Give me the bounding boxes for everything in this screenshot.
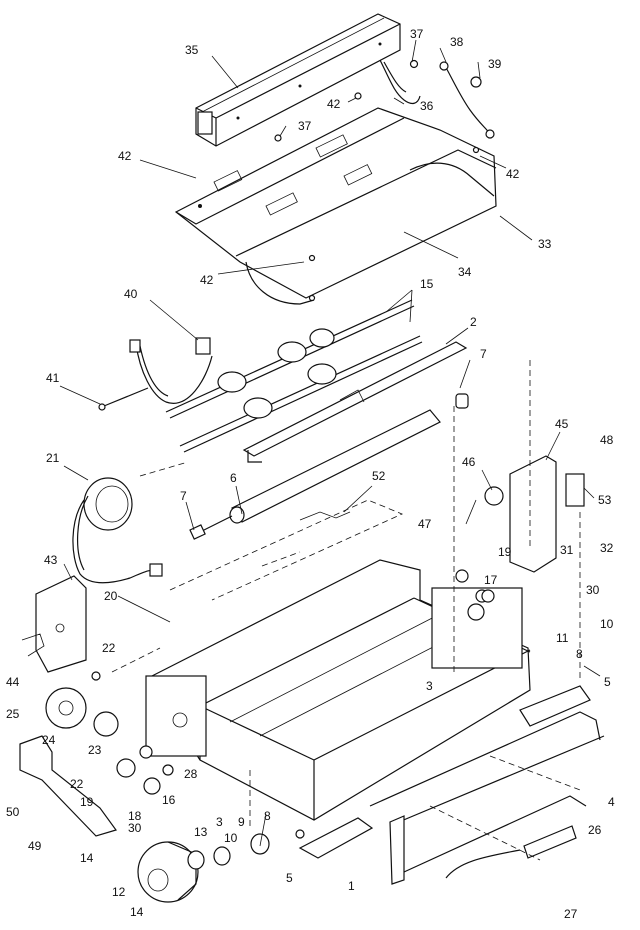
callout-48: 48 xyxy=(600,433,614,447)
callout-7: 7 xyxy=(480,347,487,361)
callout-11: 11 xyxy=(556,631,569,645)
callout-45: 45 xyxy=(555,417,569,431)
callout-19: 19 xyxy=(498,545,512,559)
callout-20: 20 xyxy=(104,589,118,603)
roller-shafts-15 xyxy=(165,299,423,453)
callout-42: 42 xyxy=(327,97,341,111)
callout-7: 7 xyxy=(180,489,187,503)
callout-14: 14 xyxy=(130,905,144,919)
callout-37: 37 xyxy=(410,27,424,41)
callout-36: 36 xyxy=(420,99,434,113)
callout-15: 15 xyxy=(420,277,434,291)
side-plate-45 xyxy=(455,455,585,603)
callout-3: 3 xyxy=(216,815,223,829)
callout-50: 50 xyxy=(6,805,20,819)
callout-8: 8 xyxy=(576,647,583,661)
callout-22: 22 xyxy=(70,777,84,791)
callout-14: 14 xyxy=(80,851,94,865)
callout-52: 52 xyxy=(372,469,386,483)
callout-19: 19 xyxy=(80,795,94,809)
callout-30: 30 xyxy=(128,821,142,835)
callout-24: 24 xyxy=(42,733,56,747)
callout-53: 53 xyxy=(598,493,612,507)
paper-guide-plate xyxy=(174,107,497,305)
callout-8: 8 xyxy=(264,809,271,823)
callout-37: 37 xyxy=(298,119,312,133)
callout-6: 6 xyxy=(230,471,237,485)
callout-22: 22 xyxy=(102,641,116,655)
callout-38: 38 xyxy=(450,35,464,49)
callout-40: 40 xyxy=(124,287,138,301)
callout-3: 3 xyxy=(426,679,433,693)
base-parts xyxy=(298,685,605,885)
cable-40 xyxy=(98,337,213,411)
callout-10: 10 xyxy=(600,617,614,631)
callout-39: 39 xyxy=(488,57,502,71)
callout-49: 49 xyxy=(28,839,42,853)
callout-32: 32 xyxy=(600,541,614,555)
callout-41: 41 xyxy=(46,371,60,385)
callout-17: 17 xyxy=(484,573,498,587)
side-plate-43 xyxy=(21,575,87,673)
callout-34: 34 xyxy=(458,265,472,279)
callout-5: 5 xyxy=(604,675,611,689)
gear-set-left xyxy=(45,671,174,795)
callout-12: 12 xyxy=(112,885,126,899)
callout-labels: 35 37 38 39 42 36 37 42 42 33 34 42 15 4… xyxy=(6,27,615,921)
callout-2: 2 xyxy=(470,315,477,329)
callout-5: 5 xyxy=(286,871,293,885)
callout-42: 42 xyxy=(506,167,520,181)
callout-42: 42 xyxy=(118,149,132,163)
main-frame xyxy=(145,559,531,821)
bracket-49 xyxy=(19,735,117,837)
callout-47: 47 xyxy=(418,517,432,531)
callout-4: 4 xyxy=(608,795,615,809)
callout-33: 33 xyxy=(538,237,552,251)
bracket-2 xyxy=(242,341,468,463)
callout-18: 18 xyxy=(128,809,142,823)
callout-21: 21 xyxy=(46,451,60,465)
callout-43: 43 xyxy=(44,553,58,567)
callout-44: 44 xyxy=(6,675,20,689)
callout-13: 13 xyxy=(194,825,208,839)
callout-31: 31 xyxy=(560,543,574,557)
dashed-leaders xyxy=(111,360,581,861)
callout-27: 27 xyxy=(564,907,578,921)
callout-leaders xyxy=(59,39,601,847)
callout-28: 28 xyxy=(184,767,198,781)
callout-1: 1 xyxy=(348,879,355,893)
guide-rail-35 xyxy=(195,13,401,147)
callout-10: 10 xyxy=(224,831,238,845)
motor-12 xyxy=(137,829,305,903)
callout-30: 30 xyxy=(586,583,600,597)
callout-46: 46 xyxy=(462,455,476,469)
callout-42: 42 xyxy=(200,273,214,287)
callout-25: 25 xyxy=(6,707,20,721)
callout-26: 26 xyxy=(588,823,602,837)
callout-16: 16 xyxy=(162,793,176,807)
motor-21 xyxy=(72,477,163,584)
callout-9: 9 xyxy=(238,815,245,829)
callout-35: 35 xyxy=(185,43,199,57)
callout-23: 23 xyxy=(88,743,102,757)
cable-assembly-36-38 xyxy=(274,59,495,142)
roller-6 xyxy=(189,393,469,540)
